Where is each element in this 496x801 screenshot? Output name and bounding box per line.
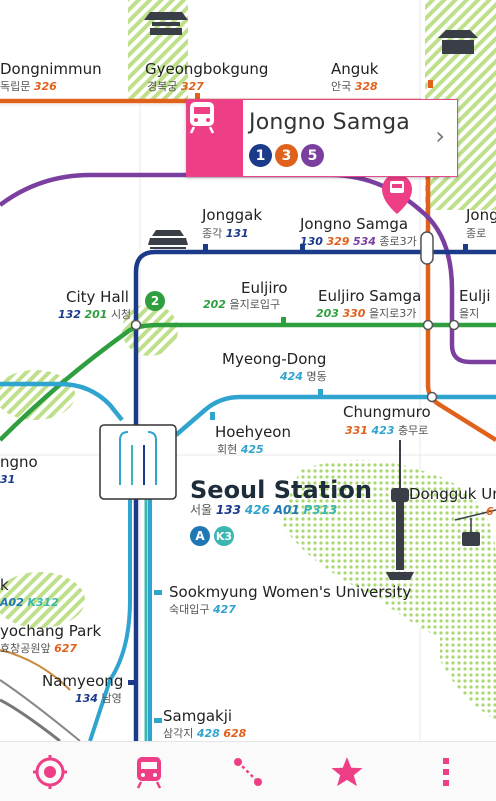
station-jongno-left-sub: 31 <box>0 473 16 486</box>
station-jongno-samga-sub: 130 329 534 종로3가 <box>300 235 417 248</box>
station-chungmuro-sub: 331 423 충무로 <box>345 424 429 437</box>
station-dongnimmun[interactable]: Dongnimmun <box>0 60 102 78</box>
subway-map-button[interactable] <box>99 742 198 801</box>
subway-train-icon <box>187 100 243 176</box>
station-k-left[interactable]: k <box>0 576 9 594</box>
station-dongguk[interactable]: Dongguk Un <box>409 485 496 503</box>
map-lines <box>0 0 496 741</box>
star-favorite-icon <box>331 756 363 786</box>
station-popup-card[interactable]: Jongno Samga 1 3 5 › <box>186 99 458 177</box>
station-city-hall-sub: 132 201 시청 <box>58 308 132 321</box>
station-hyochang-park-sub: 효창공원앞 627 <box>0 642 78 655</box>
favorites-button[interactable] <box>298 742 397 801</box>
bottom-navigation-bar <box>0 741 496 801</box>
station-hoehyeon-sub: 회현 425 <box>217 443 264 456</box>
station-jongno-samga[interactable]: Jongno Samga <box>300 215 409 233</box>
station-seoul-station-sub: 서울 133 426 A01 P313 <box>190 503 338 517</box>
station-euljiro-samga-sub: 203 330 을지로3가 <box>316 307 417 320</box>
subway-map[interactable]: Dongnimmun 독립문 326 Gyeongbokgung 경복궁 327… <box>0 0 496 741</box>
line-2-badge: 2 <box>145 291 165 311</box>
station-eulji-right[interactable]: Eulji <box>459 287 491 305</box>
station-city-hall[interactable]: City Hall <box>66 288 129 306</box>
station-myeongdong-sub: 424 명동 <box>280 370 327 383</box>
station-jongno-right[interactable]: Jong <box>466 206 496 224</box>
station-chungmuro[interactable]: Chungmuro <box>343 403 431 421</box>
subway-train-icon <box>136 756 161 789</box>
station-hoehyeon[interactable]: Hoehyeon <box>215 423 291 441</box>
station-sookmyung[interactable]: Sookmyung Women's University <box>169 583 412 601</box>
station-samgakji-sub: 삼각지 428 628 <box>163 727 247 740</box>
station-euljiro[interactable]: Euljiro <box>241 279 288 297</box>
station-seoul-station[interactable]: Seoul Station <box>190 476 372 504</box>
nearby-location-button[interactable] <box>0 742 99 801</box>
station-dongguk-sub: 6 <box>486 505 494 518</box>
station-samgakji[interactable]: Samgakji <box>163 707 233 725</box>
line-a-badge: A <box>190 526 210 546</box>
station-sookmyung-sub: 숙대입구 427 <box>169 603 236 616</box>
station-eulji-right-sub: 을지 <box>459 307 480 320</box>
popup-line-badges: 1 3 5 <box>249 144 324 167</box>
popup-station-name: Jongno Samga <box>249 110 410 135</box>
line-5-badge: 5 <box>301 144 324 167</box>
station-anguk[interactable]: Anguk <box>331 60 379 78</box>
chevron-right-icon[interactable]: › <box>435 122 445 150</box>
line-3-badge: 3 <box>275 144 298 167</box>
station-jonggak[interactable]: Jonggak <box>202 206 263 224</box>
line-1-badge: 1 <box>249 144 272 167</box>
route-icon <box>234 757 262 786</box>
more-menu-button[interactable] <box>397 742 496 801</box>
nearby-location-icon <box>32 754 67 789</box>
station-k-left-sub: A02 K312 <box>0 596 59 609</box>
line-k3-badge: K3 <box>214 526 234 546</box>
station-jongno-left[interactable]: ngno <box>0 453 38 471</box>
station-euljiro-samga[interactable]: Euljiro Samga <box>318 287 422 305</box>
station-namyeong-sub: 134 남영 <box>75 692 122 705</box>
station-jongno-right-sub: 종로 <box>466 227 487 240</box>
station-jonggak-sub: 종각 131 <box>202 227 249 240</box>
station-anguk-sub: 안국 328 <box>331 80 378 93</box>
station-myeongdong[interactable]: Myeong-Dong <box>222 350 327 368</box>
station-gyeongbokgung[interactable]: Gyeongbokgung <box>145 60 269 78</box>
station-dongnimmun-sub: 독립문 326 <box>0 80 57 93</box>
more-vertical-icon <box>443 757 450 786</box>
station-namyeong[interactable]: Namyeong <box>42 672 124 690</box>
station-euljiro-sub: 202 을지로입구 <box>203 298 281 311</box>
route-button[interactable] <box>198 742 297 801</box>
station-hyochang-park[interactable]: yochang Park <box>0 622 102 640</box>
station-gyeongbokgung-sub: 경복궁 327 <box>147 80 204 93</box>
